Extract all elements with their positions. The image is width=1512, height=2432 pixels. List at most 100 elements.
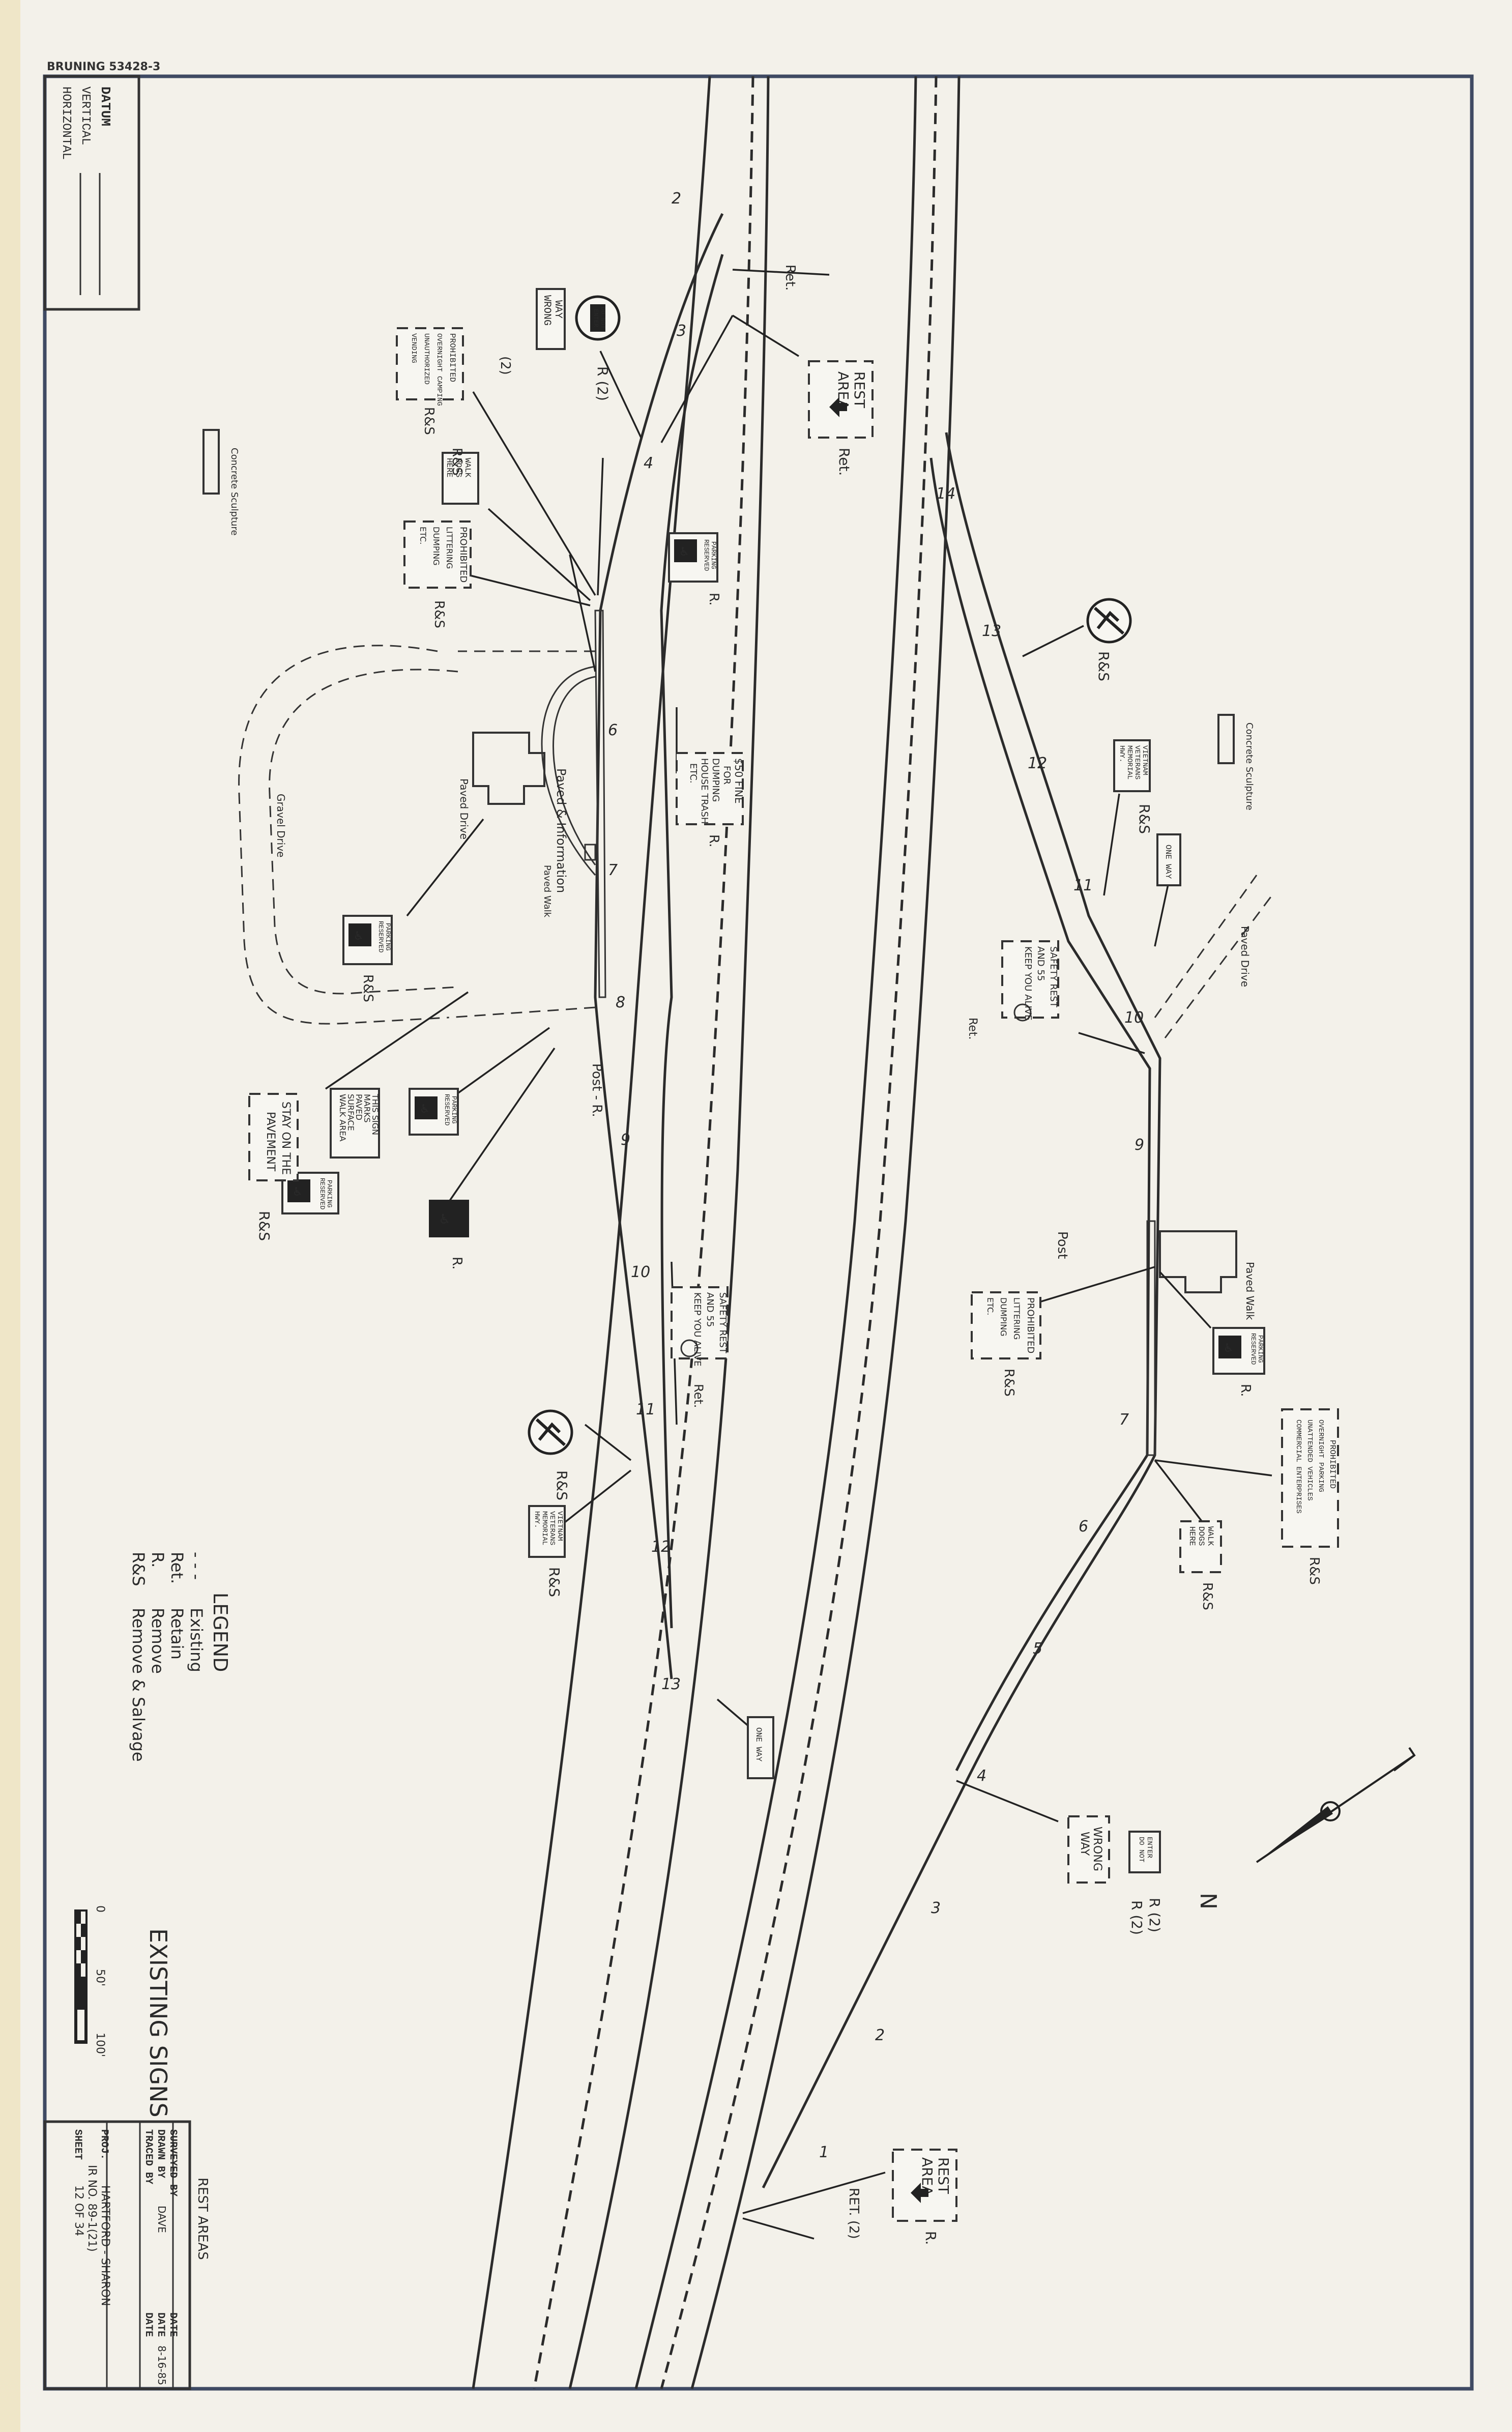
svg-text:$50 FINE: $50 FINE (733, 758, 745, 804)
right-rest-area (762, 432, 1273, 2189)
concrete-sculpture-left: Concrete Sculpture (202, 429, 240, 536)
station-5b: 5 (1033, 1640, 1042, 1658)
svg-text:OVERNIGHT CAMPING: OVERNIGHT CAMPING (435, 333, 443, 406)
north-label: N (1195, 1893, 1221, 1909)
legend-title: LEGEND (209, 1593, 231, 1672)
paved-walk-note-right: Paved Walk (1244, 1262, 1256, 1320)
sheet-value: 12 OF 34 (72, 2185, 85, 2236)
station-13: 13 (661, 1675, 681, 1693)
proj-label: PROJ. (98, 2129, 110, 2160)
legend: LEGEND - - - Existing Ret. Retain R. Rem… (129, 1552, 231, 1762)
svg-text:PARKING: PARKING (384, 923, 392, 951)
station-9b: 9 (1135, 1136, 1144, 1154)
svg-text:REST: REST (851, 371, 868, 409)
reserved-parking-sign-3: ♿ RESERVED PARKING (409, 1088, 459, 1136)
station-4: 4 (644, 454, 653, 472)
svg-text:DUMPING: DUMPING (999, 1297, 1008, 1337)
stamp-text: BRUNING 53428-3 (47, 61, 160, 73)
this-sign-marks-sign: THIS SIGN MARKS PAVED SURFACE WALK AREA (330, 1088, 380, 1159)
reserved-parking-2-rs: R&S (360, 974, 375, 1002)
station-9: 9 (621, 1131, 630, 1149)
no-truck-sign-left (528, 1409, 573, 1455)
station-2b: 2 (875, 2026, 885, 2044)
svg-text:STAY ON THE: STAY ON THE (279, 1102, 292, 1175)
svg-text:DO NOT: DO NOT (1137, 1837, 1145, 1862)
paved-walk-note-left: Paved Walk (542, 865, 553, 918)
svg-text:HWY.: HWY. (1118, 745, 1126, 763)
svg-text:HERE: HERE (1187, 1526, 1197, 1546)
station-10b: 10 (1124, 1009, 1144, 1027)
station-11b: 11 (1073, 877, 1093, 894)
fifty-dollar-fine-sign: $50 FINE FOR DUMPING HOUSE TRASH ETC. (676, 752, 745, 825)
rest-area-sign-top: REST AREA (808, 360, 874, 439)
title-block: REST AREAS SURVEYED BY DRAWN BY DAVE TRA… (43, 2120, 210, 2390)
rest-area-bottom-ret2: RET. (2) (846, 2188, 861, 2239)
date-2: DATE (155, 2312, 166, 2337)
drawn-by: DRAWN BY (155, 2129, 166, 2178)
post-r-note: Post - R. (589, 1063, 604, 1117)
svg-text:ETC.: ETC. (418, 527, 428, 544)
one-way-sign-right: ONE WAY (1156, 833, 1181, 886)
wheelchair-icon: ♿ (1225, 1341, 1233, 1356)
overnight-parking-sign-right: PROHIBITED OVERNIGHT PARKING UNATTENDED … (1281, 1408, 1339, 1548)
safety-rest-left-ret: Ret. (691, 1384, 706, 1408)
do-not-enter-sign-left: DO NOT ENTER (575, 295, 621, 341)
svg-text:PROHIBITED: PROHIBITED (448, 333, 457, 382)
svg-text:Concrete Sculpture: Concrete Sculpture (229, 448, 240, 536)
svg-text:SAFETY REST: SAFETY REST (717, 1292, 728, 1354)
scale-50: 50' (94, 1969, 106, 1986)
wrong-way-right-r2: R (2) (1128, 1900, 1145, 1935)
legend-existing-text: Existing (187, 1608, 206, 1672)
svg-text:WAY: WAY (552, 300, 564, 319)
svg-text:KEEP YOU ALIVE: KEEP YOU ALIVE (692, 1292, 703, 1367)
concrete-sculpture-right: Concrete Sculpture (1217, 714, 1255, 810)
overnight-parking-rs: R&S (1306, 1557, 1322, 1585)
scale-100: 100' (94, 2033, 106, 2057)
ret-right-note: Ret. (966, 1018, 979, 1039)
paved-info-note: Paved & Information (554, 768, 568, 893)
svg-text:VENDING: VENDING (410, 333, 418, 363)
svg-text:ONE WAY: ONE WAY (1164, 845, 1173, 879)
svg-text:HOUSE TRASH: HOUSE TRASH (699, 758, 710, 824)
vietnam-left-rs: R&S (546, 1567, 563, 1597)
station-8: 8 (616, 994, 625, 1011)
proj-no: IR NO. 89-1(21) (85, 2165, 98, 2252)
svg-text:UNATTENDED VEHICLES: UNATTENDED VEHICLES (1305, 1420, 1314, 1501)
safety-rest-sign-left: SAFETY REST AND 55 KEEP YOU ALIVE (671, 1286, 729, 1367)
svg-text:WALK: WALK (463, 458, 472, 478)
station-10: 10 (631, 1263, 650, 1281)
no-truck-left-rs: R&S (554, 1470, 570, 1500)
reserved-parking-sign-right: ♿ RESERVED PARKING (1212, 1327, 1265, 1375)
reserved-parking-right-label: R. (1238, 1384, 1253, 1397)
reserved-parking-sign-5: ♿ (429, 1200, 469, 1237)
reserved-parking-sign-1: ♿ RESERVED PARKING (668, 532, 718, 583)
svg-text:DOGS: DOGS (1197, 1526, 1206, 1546)
legend-retain-key: Ret. (167, 1552, 187, 1584)
datum-vertical: VERTICAL (78, 86, 92, 145)
svg-text:WRONG: WRONG (1091, 1827, 1103, 1871)
fine-sign-label: R. (706, 834, 721, 847)
stay-pavement-rs-label: R&S (256, 1211, 273, 1241)
station-6b: 6 (1079, 1518, 1088, 1536)
surveyed-by: SURVEYED BY (167, 2129, 179, 2196)
reserved-parking-sign-2: ♿ RESERVED PARKING (342, 915, 393, 965)
vietnam-memorial-sign-left: VIETNAM VETERANS MEMORIAL HWY. (528, 1505, 566, 1558)
station-12b: 12 (1028, 755, 1047, 772)
date-1: DATE (167, 2312, 179, 2337)
prohibited-camping-rs-label: R&S (421, 407, 437, 435)
paper-left-stain (0, 0, 20, 2432)
svg-text:RESERVED: RESERVED (318, 1178, 326, 1210)
svg-text:WALK AREA: WALK AREA (338, 1094, 347, 1142)
vietnam-memorial-sign-right: VIETNAM VETERANS MEMORIAL HWY. (1113, 739, 1151, 792)
paved-drive-note-left: Paved Drive (458, 778, 470, 839)
wheelchair-icon: ♿ (440, 1211, 449, 1229)
svg-text:WAY: WAY (1078, 1832, 1091, 1856)
post-ret-note: Post (1055, 1231, 1070, 1259)
station-3: 3 (677, 322, 686, 340)
svg-text:SURFACE: SURFACE (346, 1094, 356, 1131)
wrong-way-sign-right: WRONG WAY (1067, 1815, 1110, 1884)
svg-text:DUMPING: DUMPING (431, 527, 441, 566)
svg-text:RESERVED: RESERVED (443, 1094, 451, 1126)
svg-text:ENTER: ENTER (1145, 1837, 1153, 1859)
